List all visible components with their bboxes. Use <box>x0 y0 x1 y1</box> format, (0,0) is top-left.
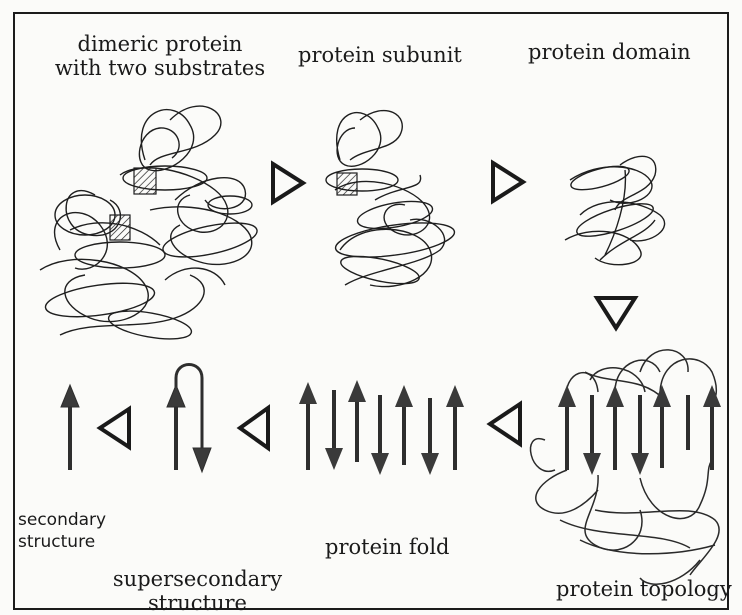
label-protein-subunit: protein subunit <box>298 43 462 67</box>
arrow-left-1 <box>490 404 520 444</box>
secondary-structure-drawing <box>61 385 79 470</box>
arrow-right-1 <box>273 164 303 202</box>
label-secondary-structure: secondary structure <box>18 509 106 553</box>
label-protein-domain: protein domain <box>528 40 691 64</box>
substrate-subunit <box>337 173 357 195</box>
supersecondary-structure-drawing <box>167 365 211 473</box>
arrow-left-3 <box>100 409 129 447</box>
label-dimeric-line1: dimeric protein <box>45 32 275 56</box>
substrate-1 <box>134 168 156 194</box>
protein-fold-drawing <box>299 380 464 475</box>
label-secondary-line1: secondary <box>18 509 106 531</box>
label-secondary-line2: structure <box>18 531 106 553</box>
protein-topology-drawing <box>531 350 721 584</box>
label-dimeric-line2: with two substrates <box>45 56 275 80</box>
protein-subunit-drawing <box>326 111 457 290</box>
arrow-left-2 <box>240 408 268 448</box>
substrate-2 <box>110 215 130 240</box>
arrow-right-2 <box>493 163 523 201</box>
label-protein-fold: protein fold <box>325 535 449 559</box>
label-supersecondary-structure: supersecondary structure <box>105 567 290 615</box>
label-supersecondary-line2: structure <box>105 591 290 615</box>
label-supersecondary-line1: supersecondary <box>105 567 290 591</box>
protein-domain-drawing <box>565 156 665 264</box>
arrow-down <box>597 298 635 328</box>
dimeric-protein-drawing <box>40 106 260 344</box>
label-dimeric-protein: dimeric protein with two substrates <box>45 32 275 80</box>
label-protein-topology: protein topology <box>556 577 732 601</box>
